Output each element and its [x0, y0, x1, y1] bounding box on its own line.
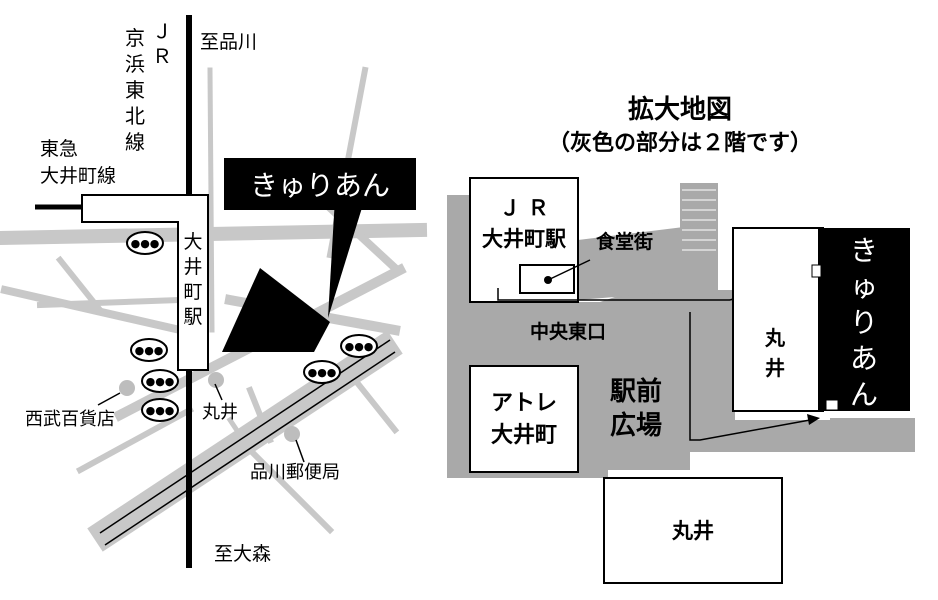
svg-text:丸: 丸	[764, 326, 786, 350]
bus-stop-icon: ●●●	[141, 398, 179, 422]
road	[207, 67, 215, 333]
map-subtitle: （灰色の部分は２階です）	[548, 130, 812, 156]
kyurian-building-enlarged	[818, 228, 910, 411]
walkway-hatch	[682, 189, 716, 251]
tokyu-line-label: 大井町線	[40, 165, 116, 187]
station-building	[81, 194, 209, 371]
svg-text:大: 大	[183, 231, 202, 253]
svg-text:線: 線	[125, 130, 145, 154]
svg-text:Ｊ Ｒ: Ｊ Ｒ	[499, 196, 548, 220]
station-plaza-label: 広場	[610, 410, 662, 441]
left-area-map: ●●● ●●● ●●● ●●● ●●● ●●●	[0, 15, 428, 568]
svg-text:き: き	[850, 234, 878, 267]
arrow-head-icon	[807, 414, 820, 425]
atre-box	[469, 365, 579, 473]
seibu-marker	[119, 380, 135, 396]
svg-text:駅: 駅	[183, 306, 202, 328]
svg-text:京: 京	[125, 26, 145, 50]
road	[235, 435, 335, 535]
bus-stop-icon: ●●●	[130, 338, 168, 362]
marui-building	[732, 227, 824, 412]
svg-text:井: 井	[183, 256, 202, 278]
bus-stop-icon: ●●●	[126, 231, 164, 255]
to-shinagawa-label: 至品川	[200, 31, 257, 53]
bus-stops: ●●● ●●● ●●● ●●● ●●● ●●●	[126, 231, 378, 422]
bus-stop-icon: ●●●	[303, 360, 341, 384]
road	[55, 255, 105, 315]
bus-stop-icon: ●●●	[340, 334, 378, 358]
svg-text:●●●: ●●●	[135, 344, 164, 357]
road	[350, 375, 400, 435]
marui-lower-box	[603, 477, 783, 584]
callout-pointer	[328, 198, 365, 318]
bus-stop-icon: ●●●	[141, 369, 179, 393]
svg-text:●●●: ●●●	[131, 237, 160, 250]
road	[75, 405, 195, 475]
route-line	[497, 288, 730, 301]
svg-text:アトレ: アトレ	[491, 391, 557, 416]
svg-text:東: 東	[125, 78, 145, 102]
svg-text:井: 井	[765, 356, 785, 380]
jr-line-label: Ｊ Ｒ 京 浜 東 北 線	[125, 19, 172, 154]
svg-text:Ｒ: Ｒ	[152, 44, 172, 68]
seibu-label: 西武百貨店	[25, 409, 115, 430]
food-street-box	[519, 264, 575, 294]
svg-text:●●●: ●●●	[308, 366, 337, 379]
post-office-marker	[284, 426, 300, 442]
road	[0, 285, 185, 335]
right-enlarged-map: 拡大地図 （灰色の部分は２階です） Ｊ Ｒ 大井町駅 食堂街 中央東口	[447, 95, 915, 584]
svg-text:●●●: ●●●	[146, 404, 175, 417]
map-title: 拡大地図	[628, 95, 732, 125]
marui-label: 丸井	[202, 402, 238, 423]
svg-text:ゅ: ゅ	[850, 270, 878, 303]
svg-text:大井町駅: 大井町駅	[482, 227, 567, 251]
station-plaza-label: 駅前	[610, 376, 662, 407]
svg-text:大井町: 大井町	[491, 423, 557, 448]
leader-line	[214, 383, 223, 401]
svg-text:ん: ん	[850, 378, 878, 411]
to-omori-label: 至大森	[214, 543, 271, 565]
kyurian-entrance	[811, 264, 822, 278]
kyurian-entrance	[825, 399, 839, 411]
station-label: 大 井 町 駅	[183, 231, 202, 328]
marui-lower-label: 丸井	[671, 519, 714, 543]
food-street-label: 食堂街	[596, 230, 653, 253]
central-exit-label: 中央東口	[530, 320, 606, 343]
svg-text:あ: あ	[850, 342, 878, 375]
railway-track-line	[99, 339, 391, 534]
callout-box	[224, 158, 416, 210]
svg-text:り: り	[850, 306, 878, 339]
svg-text:Ｊ: Ｊ	[152, 19, 172, 43]
svg-text:町: 町	[183, 281, 202, 303]
svg-text:●●●: ●●●	[146, 375, 175, 388]
railway-track-line	[104, 351, 396, 546]
post-office-label: 品川郵便局	[250, 462, 340, 483]
kyurian-vertical-label: き ゅ り あ ん	[850, 234, 878, 411]
kyurian-building	[222, 268, 330, 352]
tokyu-line-label: 東急	[40, 138, 78, 160]
leader-line	[295, 439, 305, 463]
leader-line	[547, 259, 591, 281]
marui-marker	[208, 372, 224, 388]
svg-text:浜: 浜	[125, 52, 145, 76]
kyurian-callout-label: きゅりあん	[250, 169, 390, 202]
route-line	[689, 312, 811, 441]
railway-track	[87, 330, 403, 552]
svg-text:●●●: ●●●	[345, 340, 374, 353]
road	[36, 296, 184, 309]
svg-text:北: 北	[125, 104, 145, 128]
leader-line	[97, 392, 121, 406]
food-street-passage	[578, 225, 700, 300]
